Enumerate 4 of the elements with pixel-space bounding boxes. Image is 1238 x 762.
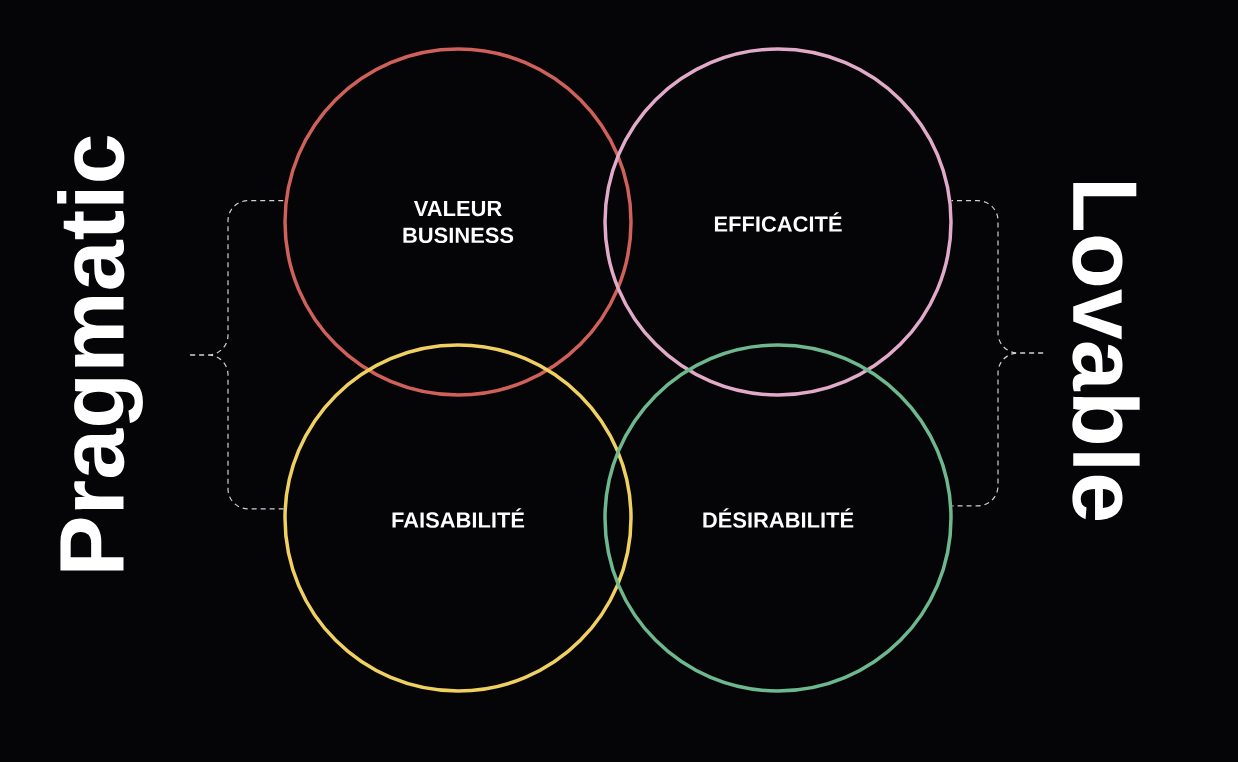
- bracket-connector: [189, 354, 285, 510]
- bracket-connector: [951, 352, 1044, 507]
- vertical-title: Lovable: [1072, 182, 1140, 521]
- vertical-title: Pragmatic: [57, 136, 143, 571]
